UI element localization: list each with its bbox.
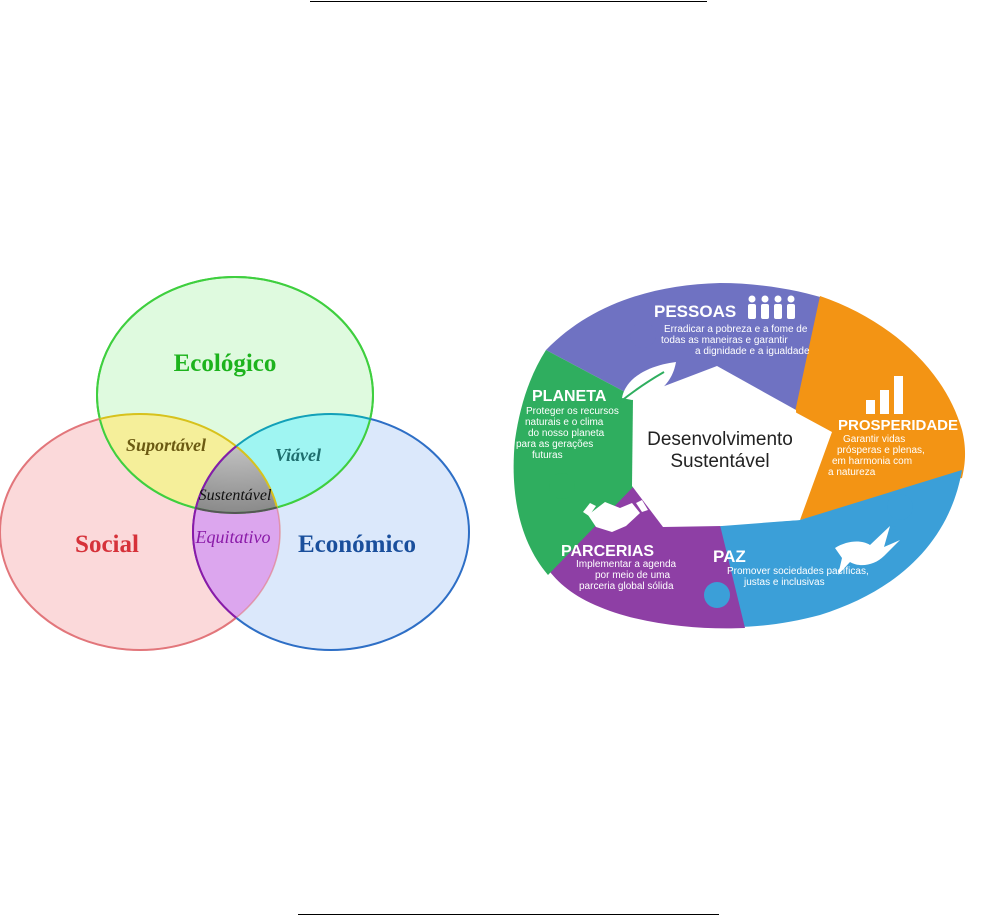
center-title-line2: Sustentável xyxy=(670,451,769,472)
segment-planeta xyxy=(513,350,640,575)
segment-pessoas xyxy=(546,283,830,412)
knob-parcerias xyxy=(704,582,730,608)
handshake-icon xyxy=(583,500,648,532)
label-economico: Económico xyxy=(298,531,416,558)
leaf-icon xyxy=(619,362,676,403)
parcerias-title: PARCERIAS xyxy=(561,543,654,560)
paz-title: PAZ xyxy=(713,547,746,566)
pessoas-desc-1: Erradicar a pobreza e a fome de xyxy=(664,324,808,335)
knob-planeta xyxy=(549,473,575,499)
bar-chart-icon xyxy=(866,376,903,414)
parcerias-desc-3: parceria global sólida xyxy=(579,581,674,592)
label-sustentavel: Sustentável xyxy=(199,487,272,504)
planeta-desc-2: naturais e o clima xyxy=(525,417,604,428)
paz-desc-2: justas e inclusivas xyxy=(743,577,825,588)
label-suportavel: Suportável xyxy=(126,435,206,455)
center-pentagon xyxy=(632,366,800,527)
parcerias-desc-2: por meio de uma xyxy=(595,570,670,581)
prosperidade-desc-1: Garantir vidas xyxy=(843,434,905,445)
bottom-rule xyxy=(298,914,719,915)
label-equitativo: Equitativo xyxy=(195,527,271,547)
label-social: Social xyxy=(75,531,139,558)
prosperidade-title: PROSPERIDADE xyxy=(838,417,958,434)
prosperidade-desc-2: prósperas e plenas, xyxy=(837,445,925,456)
planeta-desc-1: Proteger os recursos xyxy=(526,406,619,417)
knob-paz xyxy=(887,494,913,520)
knob-prosperidade xyxy=(846,352,872,378)
pessoas-title: PESSOAS xyxy=(654,302,736,321)
paz-desc-1: Promover sociedades pacíficas, xyxy=(727,566,869,577)
prosperidade-desc-4: a natureza xyxy=(828,467,876,478)
dove-icon xyxy=(835,526,900,575)
venn-diagram: Ecológico Social Económico Suportável Vi… xyxy=(0,276,470,651)
planeta-desc-5: futuras xyxy=(532,450,563,461)
sdg-wheel: Desenvolvimento Sustentável PESSOAS Erra… xyxy=(513,283,966,629)
parcerias-desc-1: Implementar a agenda xyxy=(576,559,677,570)
knob-pessoas xyxy=(630,322,656,348)
top-rule xyxy=(310,1,707,2)
planeta-desc-4: para as gerações xyxy=(516,439,593,450)
planeta-title: PLANETA xyxy=(532,388,607,405)
center-title-line1: Desenvolvimento xyxy=(647,429,793,450)
region-suportavel xyxy=(97,414,280,513)
pessoas-desc-3: a dignidade e a igualdade xyxy=(695,346,810,357)
planeta-desc-3: do nosso planeta xyxy=(528,428,605,439)
prosperidade-desc-3: em harmonia com xyxy=(832,456,912,467)
pessoas-desc-2: todas as maneiras e garantir xyxy=(661,335,788,346)
people-icon xyxy=(748,295,795,319)
label-ecologico: Ecológico xyxy=(174,350,277,377)
label-viavel: Viável xyxy=(275,445,321,465)
